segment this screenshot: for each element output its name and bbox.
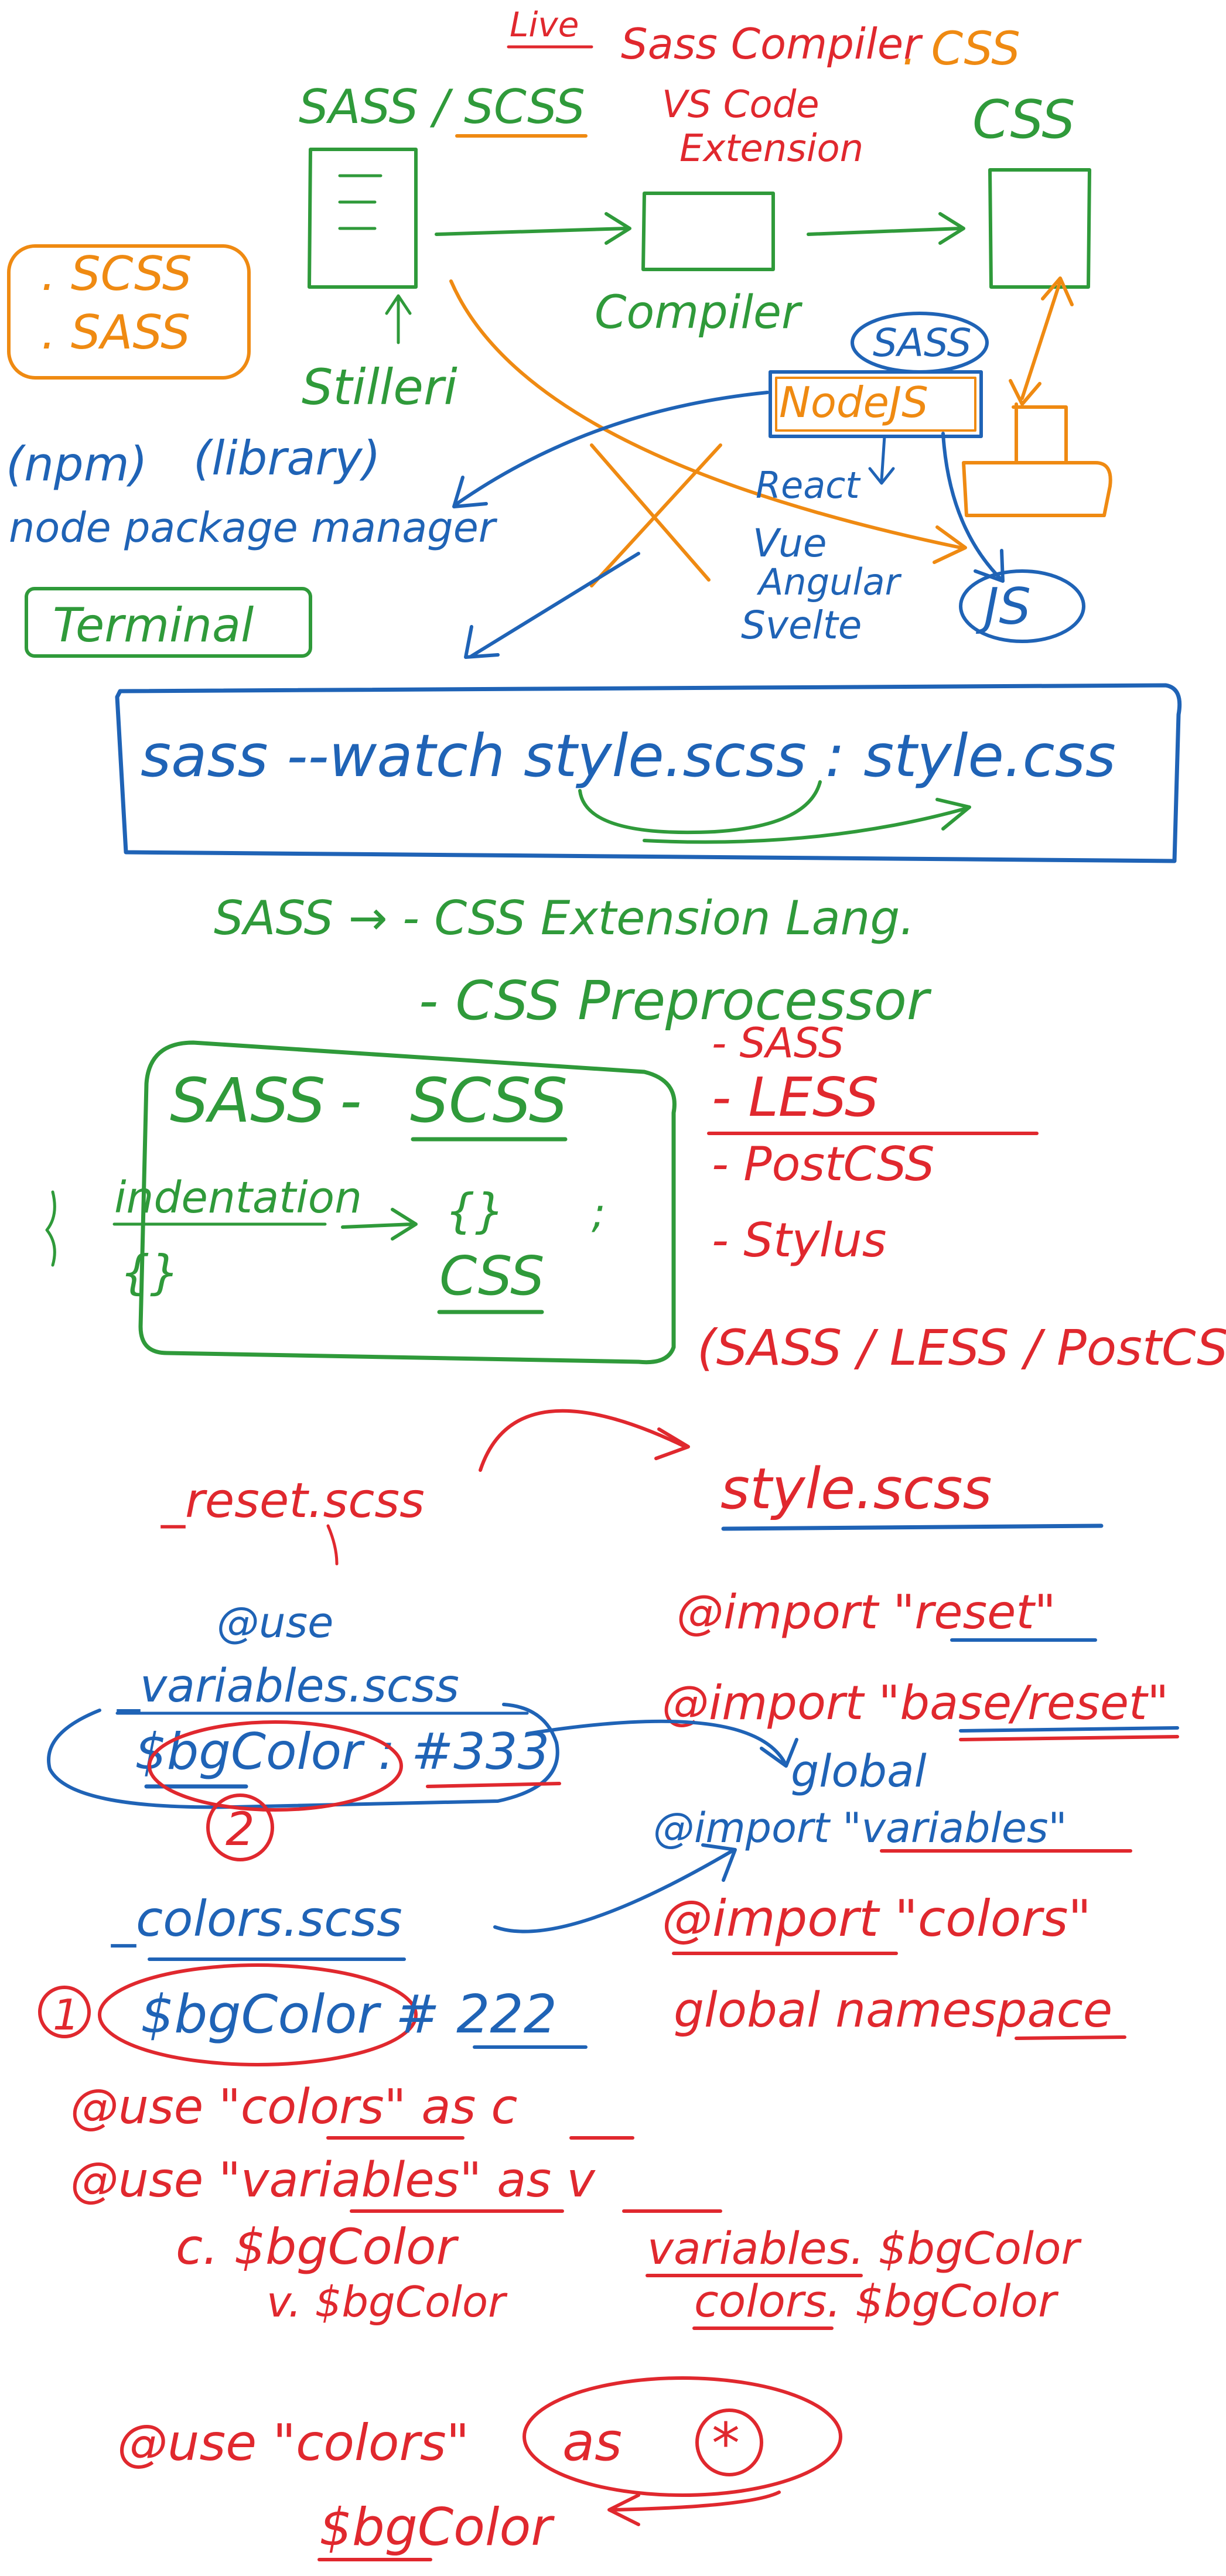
label-import-colors: @import "colors" xyxy=(662,1890,1091,1948)
double-arrow xyxy=(1020,279,1062,400)
css-file-icon xyxy=(988,168,1091,289)
box-label-indentation: indentation xyxy=(114,1173,362,1223)
arrow-star-to-bgcolor xyxy=(610,2490,781,2512)
box-label-css: CSS xyxy=(439,1245,544,1307)
pre-item-less: - LESS xyxy=(712,1066,879,1129)
label-variables-file: _variables.scss xyxy=(117,1660,459,1713)
orange-cross-b xyxy=(590,443,722,587)
header-sass-compiler: Sass Compiler xyxy=(621,19,923,69)
label-circle-1: 1 xyxy=(53,1990,80,2039)
pre-item-sass: - SASS xyxy=(712,1019,844,1067)
label-css-top: CSS xyxy=(972,89,1075,151)
label-extension: Extension xyxy=(679,127,863,170)
box-label-sass: SASS xyxy=(170,1065,325,1136)
label-global: global xyxy=(791,1745,927,1797)
label-library: (library) xyxy=(193,431,381,486)
label-svelte: Svelte xyxy=(741,603,862,648)
label-v-bgcolor: v. $bgColor xyxy=(267,2277,508,2326)
label-global-namespace: global namespace xyxy=(674,1983,1112,2038)
label-sass-scss: SASS / SCSS xyxy=(299,80,585,134)
arrow-nodejs-to-npm xyxy=(455,391,769,505)
box-label-scss: SCSS xyxy=(410,1065,568,1136)
label-sass-extension-lang: SASS → - CSS Extension Lang. xyxy=(214,891,915,945)
label-use-colors-star: @use "colors" xyxy=(117,2414,469,2472)
box-braces-left: {} xyxy=(120,1245,180,1300)
left-bracket xyxy=(45,1190,56,1267)
label-stiller: Stilleri xyxy=(302,358,457,416)
extensions-box xyxy=(7,244,251,380)
label-c-bgcolor: c. $bgColor xyxy=(176,2218,459,2276)
nodejs-box xyxy=(769,370,983,438)
star-circle xyxy=(695,2408,763,2476)
label-colors-file: _colors.scss xyxy=(111,1890,402,1948)
command-box xyxy=(115,683,1182,863)
label-terminal: Terminal xyxy=(53,598,254,652)
label-use-variables: @use "variables" as v xyxy=(70,2153,596,2208)
label-colors-bgcolor: colors. $bgColor xyxy=(694,2275,1059,2327)
pre-item-stylus: - Stylus xyxy=(712,1213,886,1267)
command-underline-arc xyxy=(578,780,822,835)
command-text: sass --watch style.scss : style.css xyxy=(141,722,1116,790)
label-style-file: style.scss xyxy=(720,1456,992,1522)
label-use: @use xyxy=(217,1598,333,1647)
bgcolor-ellipse xyxy=(148,1720,403,1812)
label-node-package-manager: node package manager xyxy=(9,504,498,552)
terminal-box xyxy=(25,587,312,658)
as-star-ellipse xyxy=(522,2376,842,2497)
orange-cross-a xyxy=(590,443,711,582)
label-react: React xyxy=(756,464,861,507)
label-reset-file: _reset.scss xyxy=(160,1473,425,1529)
browser-icon xyxy=(962,402,1112,517)
scss-file-icon xyxy=(308,148,418,289)
pre-paren: (SASS / LESS / PostCSS) xyxy=(697,1319,1226,1376)
label-vscode: VS Code xyxy=(662,83,819,127)
label-import-variables: @import "variables" xyxy=(653,1804,1067,1852)
label-circle-2: 2 xyxy=(226,1803,255,1856)
label-dot-sass: . SASS xyxy=(41,305,190,360)
arrow-scss-to-compiler xyxy=(435,227,629,236)
arrow-reset-to-style xyxy=(479,1409,687,1472)
label-css-preprocessor: - CSS Preprocessor xyxy=(419,969,932,1032)
command-arrow xyxy=(643,807,968,844)
arrow-compiler-to-css xyxy=(807,227,962,236)
js-ellipse xyxy=(959,569,1085,643)
arrow-variables-to-global xyxy=(525,1719,787,1765)
circle-1 xyxy=(38,1986,91,2038)
style-underline xyxy=(721,1523,1104,1531)
label-import-reset: @import "reset" xyxy=(677,1585,1056,1639)
label-use-colors: @use "colors" as c xyxy=(70,2079,517,2135)
indent-arrow xyxy=(341,1222,415,1229)
label-variables-bgcolor: variables. $bgColor xyxy=(647,2222,1082,2274)
box-label-dash: - xyxy=(340,1065,362,1136)
compiler-box xyxy=(641,192,775,271)
header-live: Live xyxy=(510,5,579,45)
label-js: JS xyxy=(975,578,1031,636)
label-bgcolor-333: $bgColor : #333 xyxy=(135,1723,549,1781)
box-semicolon: ; xyxy=(592,1189,606,1237)
label-compiler: Compiler xyxy=(595,286,803,339)
arrow-colors-to-import xyxy=(493,1849,734,1933)
bgcolor-222-ellipse xyxy=(98,1963,418,2066)
label-as: as xyxy=(562,2411,622,2473)
label-star: * xyxy=(712,2411,740,2476)
label-bgcolor-bottom: $bgColor xyxy=(319,2497,555,2557)
arrow-nodejs-to-js xyxy=(941,432,1003,582)
label-angular: Angular xyxy=(756,561,902,603)
label-npm: (npm) xyxy=(6,437,148,491)
label-bgcolor-222: $bgColor # 222 xyxy=(141,1984,557,2045)
header-dot-css: . CSS xyxy=(902,23,1020,76)
arrow-to-command xyxy=(470,552,640,658)
label-sass-ellipse: SASS xyxy=(873,320,971,365)
variables-ellipse xyxy=(47,1703,559,1809)
circle-2 xyxy=(206,1793,274,1861)
pre-item-postcss: - PostCSS xyxy=(712,1137,935,1191)
box-braces-right: {} xyxy=(445,1184,505,1238)
label-dot-scss: . SCSS xyxy=(41,247,192,301)
label-import-base-reset: @import "base/reset" xyxy=(662,1676,1169,1730)
sass-scss-box xyxy=(138,1040,677,1365)
label-vue: Vue xyxy=(753,521,827,566)
orange-arrow-to-js xyxy=(449,279,962,549)
label-nodejs: NodeJS xyxy=(779,378,928,427)
